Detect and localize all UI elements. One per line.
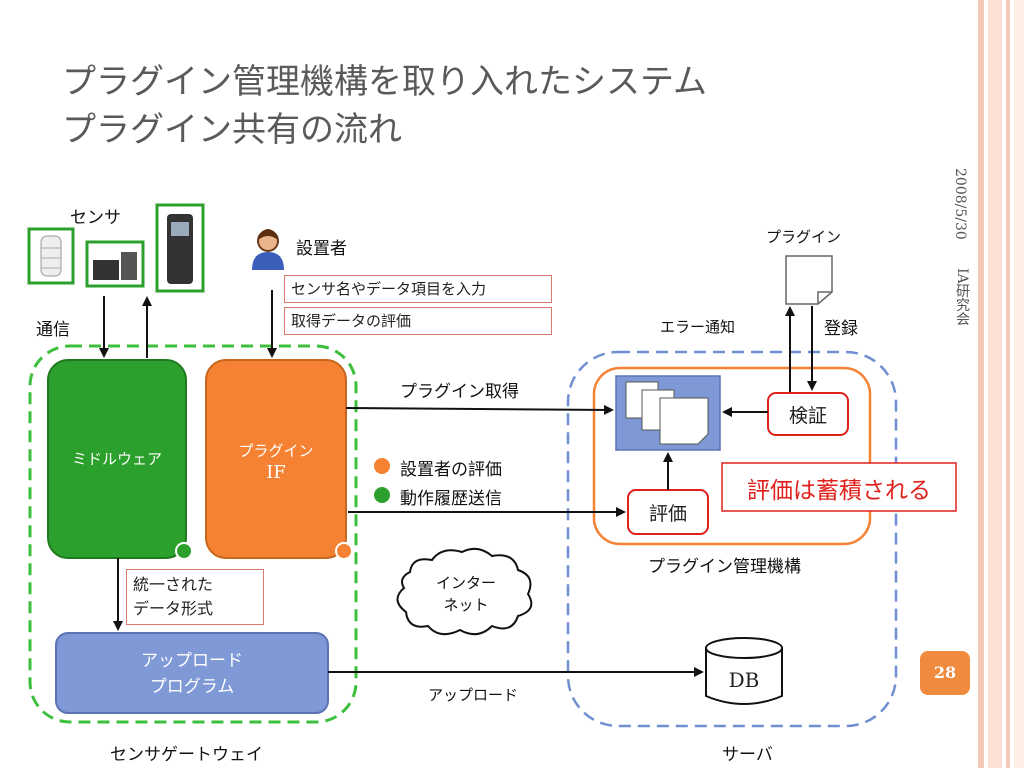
page-number-badge: 28 <box>920 651 970 695</box>
right-border-stripes <box>978 0 1024 768</box>
middleware-label: ミドルウェア <box>71 450 162 468</box>
installer-eval-box: 取得データの評価 <box>284 307 552 335</box>
comm-label: 通信 <box>36 320 70 340</box>
evaluate-label: 評価 <box>648 503 687 525</box>
title-line-2: プラグイン共有の流れ <box>62 110 402 150</box>
legend-green-dot <box>374 487 390 503</box>
register-label: 登録 <box>824 319 858 339</box>
server-label: サーバ <box>722 745 773 765</box>
server-region <box>566 350 898 728</box>
stored-label: 評価は蓄積される <box>747 478 931 504</box>
slide-event: IA研究会 <box>954 268 970 326</box>
middleware-status-dot <box>175 542 193 560</box>
plugin-document-icon <box>785 255 833 305</box>
upload-label: アップロード <box>428 686 519 704</box>
unified-line-1: 統一された <box>133 575 214 594</box>
upload-program-line-1: アップロード <box>141 651 243 671</box>
sensor-label: センサ <box>70 208 121 228</box>
plugin-if-line-2: IF <box>266 462 286 483</box>
plugin-doc-label: プラグイン <box>766 228 842 246</box>
db-cylinder <box>705 637 783 705</box>
plugin-mgmt-label: プラグイン管理機構 <box>648 557 801 577</box>
installer-input-box: センサ名やデータ項目を入力 <box>284 275 552 303</box>
unified-line-2: データ形式 <box>133 599 214 618</box>
db-label: DB <box>728 668 760 692</box>
slide-title: プラグイン管理機構を取り入れたシステム プラグイン共有の流れ <box>62 58 707 154</box>
plugin-if-box <box>205 359 347 559</box>
internet-line-1: インター <box>435 574 496 592</box>
plugin-stack-docs <box>625 381 709 445</box>
arrow-plugin-get <box>345 404 614 415</box>
plugin-if-line-1: プラグイン <box>238 442 314 460</box>
upload-program-line-2: プログラム <box>149 677 235 697</box>
stored-box <box>721 462 957 512</box>
legend-installer-eval: 設置者の評価 <box>400 460 502 480</box>
slide-date: 2008/5/30 <box>952 168 968 240</box>
installer-person-icon <box>252 229 284 270</box>
gateway-region <box>28 344 358 724</box>
plugin-if-status-dot <box>335 542 353 560</box>
error-notify-label: エラー通知 <box>660 318 736 336</box>
internet-line-2: ネット <box>443 596 489 614</box>
verify-label: 検証 <box>788 405 827 427</box>
title-line-1: プラグイン管理機構を取り入れたシステム <box>62 62 707 102</box>
unified-format-box: 統一された データ形式 <box>126 569 264 625</box>
legend-history: 動作履歴送信 <box>400 489 502 509</box>
plugin-if-label: プラグイン IF <box>206 440 346 484</box>
plugin-mgmt-region <box>592 366 872 546</box>
internet-cloud <box>396 547 533 636</box>
upload-program-label: アップロード プログラム <box>56 648 328 700</box>
gateway-label: センサゲートウェイ <box>110 745 263 765</box>
legend-orange-dot <box>374 458 390 474</box>
installer-label: 設置者 <box>296 239 347 259</box>
verify-box <box>767 392 849 436</box>
internet-label: インター ネット <box>418 572 514 616</box>
plugin-get-label: プラグイン取得 <box>400 382 519 402</box>
